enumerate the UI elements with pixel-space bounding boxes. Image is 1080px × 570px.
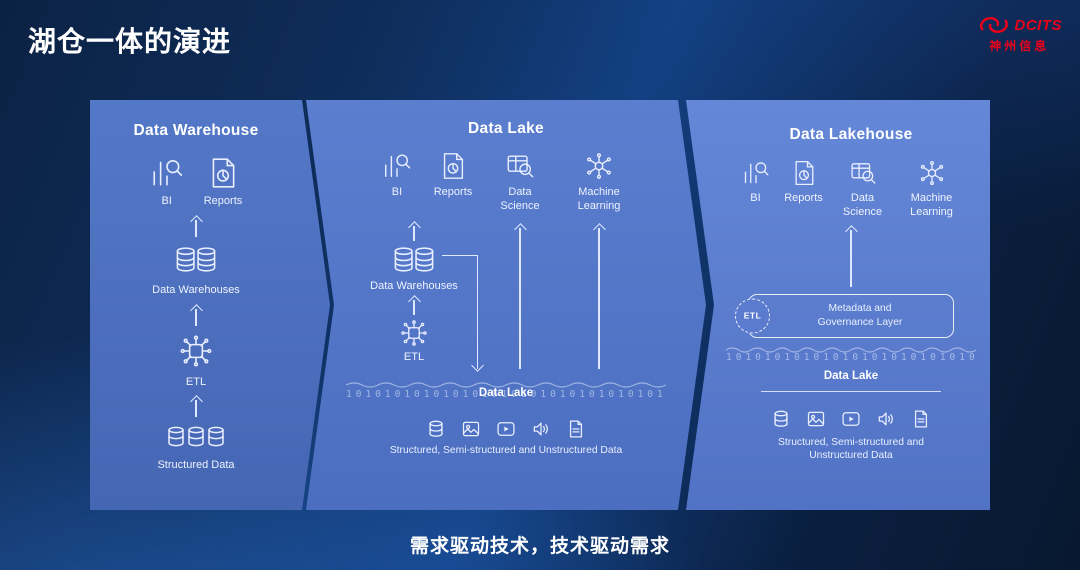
database-icon xyxy=(771,409,791,429)
reports-label: Reports xyxy=(433,186,473,198)
data-warehouses-label: Data Warehouses xyxy=(370,279,458,292)
data-warehouses-icon xyxy=(174,245,218,276)
reports-label: Reports xyxy=(203,195,243,207)
warehouse-sub-column: Data Warehouses ETL xyxy=(358,223,470,366)
panel-data-warehouse: Data Warehouse BI Reports Data Warehouse… xyxy=(90,100,330,510)
etl-badge: ETL xyxy=(735,298,770,333)
wave-line-icon xyxy=(726,345,976,353)
machine-learning-icon xyxy=(584,151,614,181)
source-data-label: Structured, Semi-structured and Unstruct… xyxy=(778,436,924,461)
reports-icon xyxy=(790,159,818,187)
etl-label: ETL xyxy=(185,375,207,388)
dcits-swoosh-icon xyxy=(977,14,1011,36)
data-lake-label: Data Lake xyxy=(823,369,879,382)
source-data-label: Structured, Semi-structured and Unstruct… xyxy=(389,444,623,456)
reports-icon xyxy=(438,151,468,181)
audio-icon xyxy=(531,419,551,439)
data-science-icon xyxy=(505,151,535,181)
video-icon xyxy=(841,409,861,429)
metadata-governance-label: Metadata and Governance Layer xyxy=(817,303,903,328)
etl-icon xyxy=(400,319,428,347)
data-science-label: Data Science xyxy=(500,186,540,212)
panel-data-lakehouse: Data Lakehouse BI Reports Data Science M… xyxy=(686,100,990,510)
machine-learning-label: Machine Learning xyxy=(577,186,621,212)
bi-icon xyxy=(382,151,412,181)
image-icon xyxy=(806,409,826,429)
lake-flow-zone: Data Warehouses ETL xyxy=(346,223,666,373)
lake-to-data-science-arrow xyxy=(513,225,527,369)
dcits-logo: DCITS 神州信息 xyxy=(977,14,1063,54)
logo-company-text: 神州信息 xyxy=(989,39,1050,53)
panel-title-warehouse: Data Warehouse xyxy=(133,122,259,139)
arrow-up-icon xyxy=(189,397,203,418)
bi-icon xyxy=(150,156,184,190)
footer-slogan: 需求驱动技术，技术驱动需求 xyxy=(409,536,670,557)
structured-data-label: Structured Data xyxy=(157,459,235,472)
bi-label: BI xyxy=(391,186,403,198)
source-data-icons xyxy=(426,419,586,439)
binary-texture: 10101010101010101010101010101010101010 xyxy=(346,388,666,400)
etl-icon xyxy=(179,334,213,368)
data-science-label: Data Science xyxy=(842,192,883,218)
bi-icon xyxy=(742,159,770,187)
bi-label: BI xyxy=(750,192,761,204)
panel-title-lakehouse: Data Lakehouse xyxy=(789,126,913,143)
document-icon xyxy=(911,409,931,429)
consumer-row: BI Reports xyxy=(150,156,243,209)
logo-brand-text: DCITS xyxy=(1014,16,1062,34)
evolution-diagram: Data Warehouse BI Reports Data Warehouse… xyxy=(90,100,990,510)
lake-to-machine-learning-arrow xyxy=(592,225,606,369)
reports-label: Reports xyxy=(784,192,823,204)
arrow-up-icon xyxy=(189,217,203,237)
data-lake-label: Data Lake xyxy=(478,386,534,399)
panel-data-lake: Data Lake BI Reports Data Science Machin… xyxy=(306,100,706,510)
audio-icon xyxy=(876,409,896,429)
source-data-icons xyxy=(771,409,931,429)
video-icon xyxy=(496,419,516,439)
document-icon xyxy=(566,419,586,439)
wave-line-icon xyxy=(346,380,666,388)
reports-icon xyxy=(206,156,240,190)
data-warehouses-label: Data Warehouses xyxy=(152,283,240,296)
machine-learning-icon xyxy=(918,159,946,187)
consumer-row: BI Reports Data Science Machine Learning xyxy=(739,159,964,220)
data-science-icon xyxy=(849,159,877,187)
divider-line xyxy=(761,390,941,392)
metadata-governance-box: ETL Metadata and Governance Layer xyxy=(735,293,954,338)
bi-label: BI xyxy=(161,195,172,207)
panel-title-lake: Data Lake xyxy=(468,120,544,137)
structured-data-icon xyxy=(167,425,225,451)
data-lake-band: 10101010101010101010101010101010101010 xyxy=(726,345,976,363)
machine-learning-label: Machine Learning xyxy=(910,192,953,218)
arrow-up-icon xyxy=(407,297,421,316)
consumer-row: BI Reports Data Science Machine Learning xyxy=(377,151,635,214)
database-icon xyxy=(426,419,446,439)
image-icon xyxy=(461,419,481,439)
etl-label: ETL xyxy=(403,351,425,364)
arrow-up-icon xyxy=(407,223,421,241)
metadata-to-consumers-arrow xyxy=(844,227,858,287)
arrow-up-icon xyxy=(189,306,203,326)
page-title: 湖仓一体的演进 xyxy=(28,26,232,57)
data-warehouses-icon xyxy=(392,245,436,276)
etl-to-lake-connector xyxy=(442,254,478,369)
binary-texture: 10101010101010101010101010101010101010 xyxy=(726,351,976,363)
data-lake-band: 10101010101010101010101010101010101010 D… xyxy=(346,380,666,406)
